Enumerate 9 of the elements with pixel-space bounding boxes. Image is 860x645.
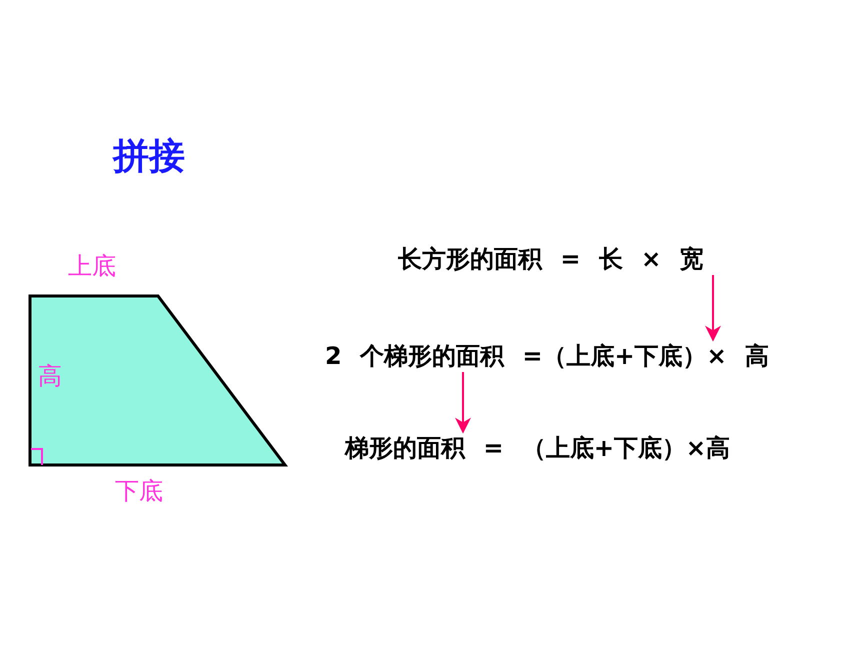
formula-text: 长方形的面积 = 长 × 宽	[398, 245, 704, 273]
side-label: 下底	[115, 476, 163, 507]
arrow	[705, 275, 721, 342]
formula-text: 2 个梯形的面积 =（上底+下底）× 高	[325, 342, 770, 370]
title: 拼接	[113, 135, 185, 179]
side-label: 上底	[68, 251, 116, 282]
arrow	[455, 372, 471, 434]
formula-text: 梯形的面积 = （上底+下底）×高	[345, 434, 730, 462]
side-label: 高	[38, 361, 62, 392]
